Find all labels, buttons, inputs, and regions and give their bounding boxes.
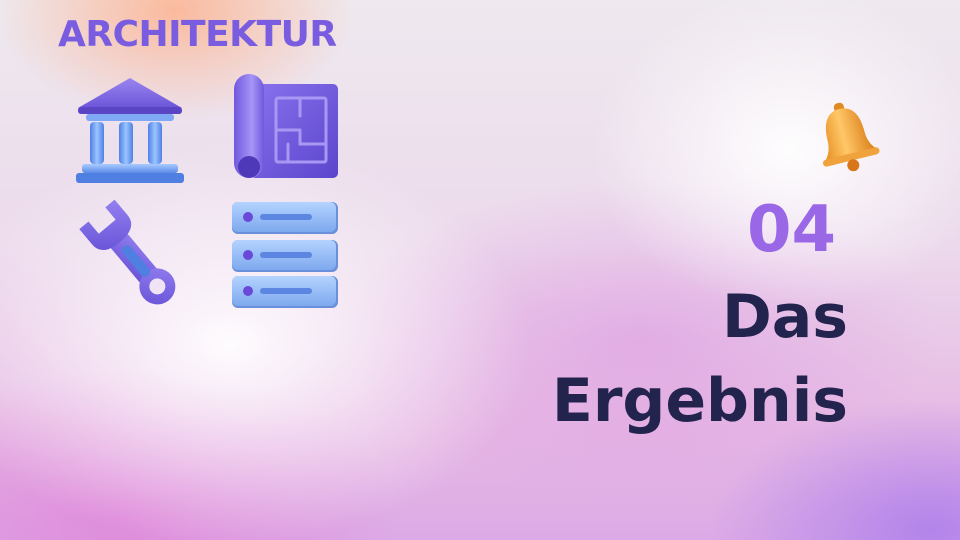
section-number: 04 (746, 193, 836, 267)
wrench-icon (72, 196, 190, 314)
bank-icon (74, 74, 186, 190)
slide-title: ARCHITEKTUR (58, 14, 337, 55)
blueprint-icon (230, 72, 342, 184)
bell-icon (814, 100, 880, 178)
section-title-line-2: Ergebnis (551, 366, 848, 436)
section-title-line-1: Das (721, 282, 848, 352)
server-icon (228, 200, 344, 312)
